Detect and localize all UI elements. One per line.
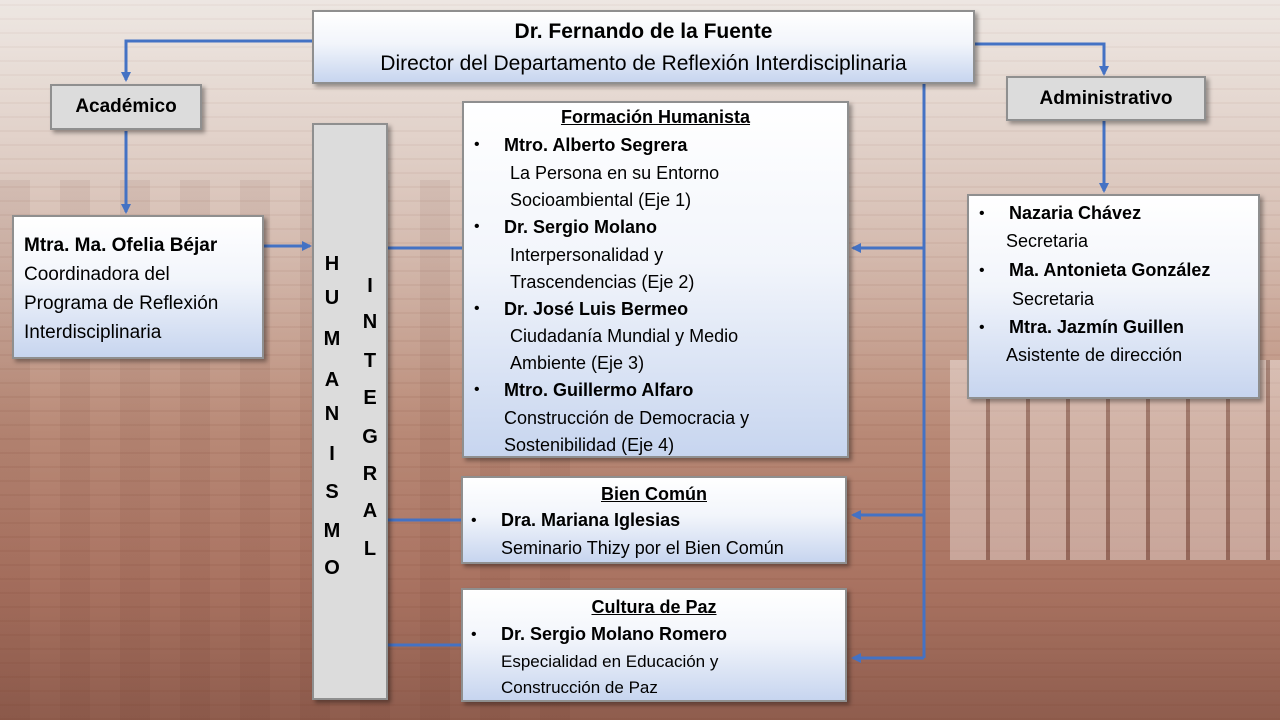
- vertical-letter: U: [324, 287, 340, 309]
- staff-role: Secretaria: [1012, 289, 1095, 309]
- academico-label: Académico: [50, 84, 202, 130]
- vertical-letter: G: [362, 426, 378, 448]
- vertical-letter: H: [324, 253, 340, 275]
- vertical-letter: N: [362, 311, 378, 333]
- formacion-item-desc: Ambiente (Eje 3): [510, 353, 645, 373]
- formacion-humanista-box: Formación Humanista • Mtro. Alberto Segr…: [462, 101, 849, 458]
- staff-role: Secretaria: [1006, 231, 1089, 251]
- cultura-paz-desc: Construcción de Paz: [501, 678, 658, 697]
- humanismo-integral-bar: H U M A N I S M O I N T E G R A L: [312, 123, 388, 700]
- vertical-letter: O: [324, 557, 340, 579]
- vertical-letter: M: [323, 328, 341, 350]
- coordinator-title-line: Coordinadora del: [24, 264, 170, 285]
- vertical-letter: A: [362, 500, 378, 522]
- formacion-item-desc: Socioambiental (Eje 1): [510, 190, 692, 210]
- staff-name: Nazaria Chávez: [1009, 203, 1142, 223]
- cultura-paz-desc: Especialidad en Educación y: [501, 652, 719, 671]
- vertical-letter: I: [329, 443, 335, 465]
- staff-name: Mtra. Jazmín Guillen: [1009, 317, 1185, 337]
- bullet-icon: •: [979, 262, 985, 279]
- bullet-icon: •: [474, 381, 480, 398]
- bullet-icon: •: [471, 512, 477, 529]
- vertical-letter: E: [363, 387, 377, 409]
- vertical-letter: T: [363, 350, 377, 372]
- bullet-icon: •: [474, 218, 480, 235]
- cultura-paz-title: Cultura de Paz: [591, 597, 717, 617]
- vertical-letter: L: [363, 538, 377, 560]
- director-title: Director del Departamento de Reflexión I…: [380, 52, 907, 75]
- formacion-item-name: Dr. José Luis Bermeo: [504, 299, 689, 319]
- formacion-item-desc: La Persona en su Entorno: [510, 163, 720, 183]
- staff-name: Ma. Antonieta González: [1009, 260, 1211, 280]
- bullet-icon: •: [474, 136, 480, 153]
- coordinator-name: Mtra. Ma. Ofelia Béjar: [24, 235, 218, 256]
- administrativo-staff-box: • Nazaria Chávez Secretaria • Ma. Antoni…: [967, 194, 1260, 399]
- formacion-item-name: Dr. Sergio Molano: [504, 217, 658, 237]
- vertical-letter: R: [362, 463, 378, 485]
- vertical-letter: M: [323, 520, 341, 542]
- bullet-icon: •: [474, 300, 480, 317]
- formacion-item-name: Mtro. Guillermo Alfaro: [504, 380, 694, 400]
- bien-comun-title: Bien Común: [601, 484, 707, 504]
- formacion-item-name: Mtro. Alberto Segrera: [504, 135, 688, 155]
- staff-role: Asistente de dirección: [1006, 345, 1183, 365]
- vertical-letter: I: [367, 275, 373, 297]
- director-box: Dr. Fernando de la Fuente Director del D…: [312, 10, 975, 84]
- coordinator-title-line: Interdisciplinaria: [24, 322, 162, 343]
- vertical-letter: S: [325, 481, 339, 503]
- formacion-item-desc: Ciudadanía Mundial y Medio: [510, 326, 739, 346]
- formacion-item-desc: Construcción de Democracia y: [504, 408, 750, 428]
- formacion-humanista-title: Formación Humanista: [560, 107, 751, 127]
- coordinator-title-line: Programa de Reflexión: [24, 293, 219, 314]
- bien-comun-box: Bien Común • Dra. Mariana Iglesias Semin…: [461, 476, 847, 564]
- bien-comun-desc: Seminario Thizy por el Bien Común: [501, 538, 784, 558]
- formacion-item-desc: Interpersonalidad y: [510, 245, 664, 265]
- director-name: Dr. Fernando de la Fuente: [514, 20, 773, 43]
- formacion-item-desc: Trascendencias (Eje 2): [510, 272, 695, 292]
- bullet-icon: •: [471, 626, 477, 643]
- cultura-paz-box: Cultura de Paz • Dr. Sergio Molano Romer…: [461, 588, 847, 702]
- cultura-paz-name: Dr. Sergio Molano Romero: [501, 624, 728, 644]
- bullet-icon: •: [979, 205, 985, 222]
- vertical-letter: N: [324, 403, 340, 425]
- administrativo-label: Administrativo: [1006, 76, 1206, 121]
- formacion-item-desc: Sostenibilidad (Eje 4): [504, 435, 675, 455]
- bullet-icon: •: [979, 319, 985, 336]
- coordinator-box: Mtra. Ma. Ofelia Béjar Coordinadora del …: [12, 215, 264, 359]
- bien-comun-name: Dra. Mariana Iglesias: [501, 510, 681, 530]
- vertical-letter: A: [324, 369, 340, 391]
